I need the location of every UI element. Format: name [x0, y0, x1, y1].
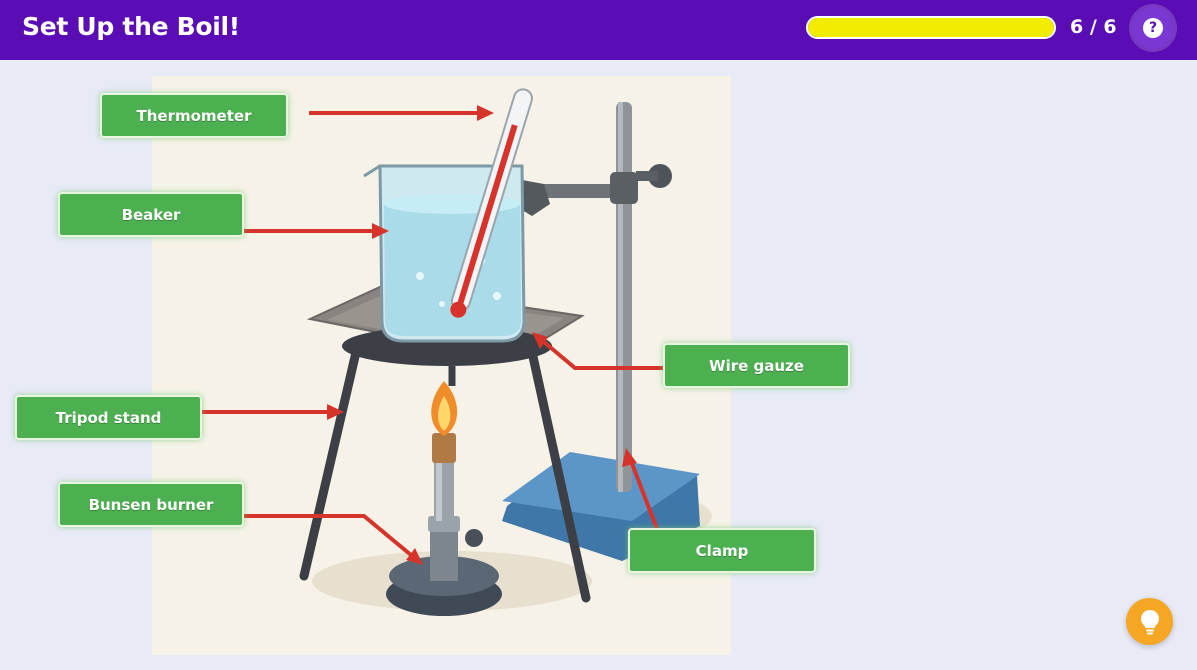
- progress-bar: [806, 16, 1056, 39]
- top-bar: Set Up the Boil! 6 / 6 ?: [0, 0, 1197, 60]
- label-thermometer[interactable]: Thermometer: [100, 93, 288, 138]
- illustration-panel: [152, 76, 731, 655]
- label-thermometer-text: Thermometer: [136, 106, 252, 125]
- progress-count: 6 / 6: [1070, 16, 1117, 38]
- clamp-arm: [536, 184, 632, 198]
- help-button[interactable]: ?: [1132, 7, 1174, 49]
- progress-fill: [808, 18, 1054, 37]
- label-wire-gauze-text: Wire gauze: [709, 356, 804, 375]
- question-icon: ?: [1143, 18, 1163, 38]
- hint-button[interactable]: [1126, 598, 1173, 645]
- label-bunsen-burner[interactable]: Bunsen burner: [58, 482, 244, 527]
- label-clamp-text: Clamp: [695, 541, 749, 560]
- thermometer-drawing: [450, 88, 533, 318]
- label-wire-gauze[interactable]: Wire gauze: [663, 343, 850, 388]
- label-tripod-stand[interactable]: Tripod stand: [15, 395, 202, 440]
- label-bunsen-burner-text: Bunsen burner: [88, 495, 214, 514]
- label-clamp[interactable]: Clamp: [628, 528, 816, 573]
- label-beaker-text: Beaker: [121, 205, 181, 224]
- page-title: Set Up the Boil!: [22, 12, 240, 41]
- label-tripod-stand-text: Tripod stand: [55, 408, 162, 427]
- label-beaker[interactable]: Beaker: [58, 192, 244, 237]
- pointer-arrows: [202, 111, 663, 557]
- lightbulb-icon: [1140, 609, 1159, 634]
- lab-apparatus-illustration: [202, 88, 712, 616]
